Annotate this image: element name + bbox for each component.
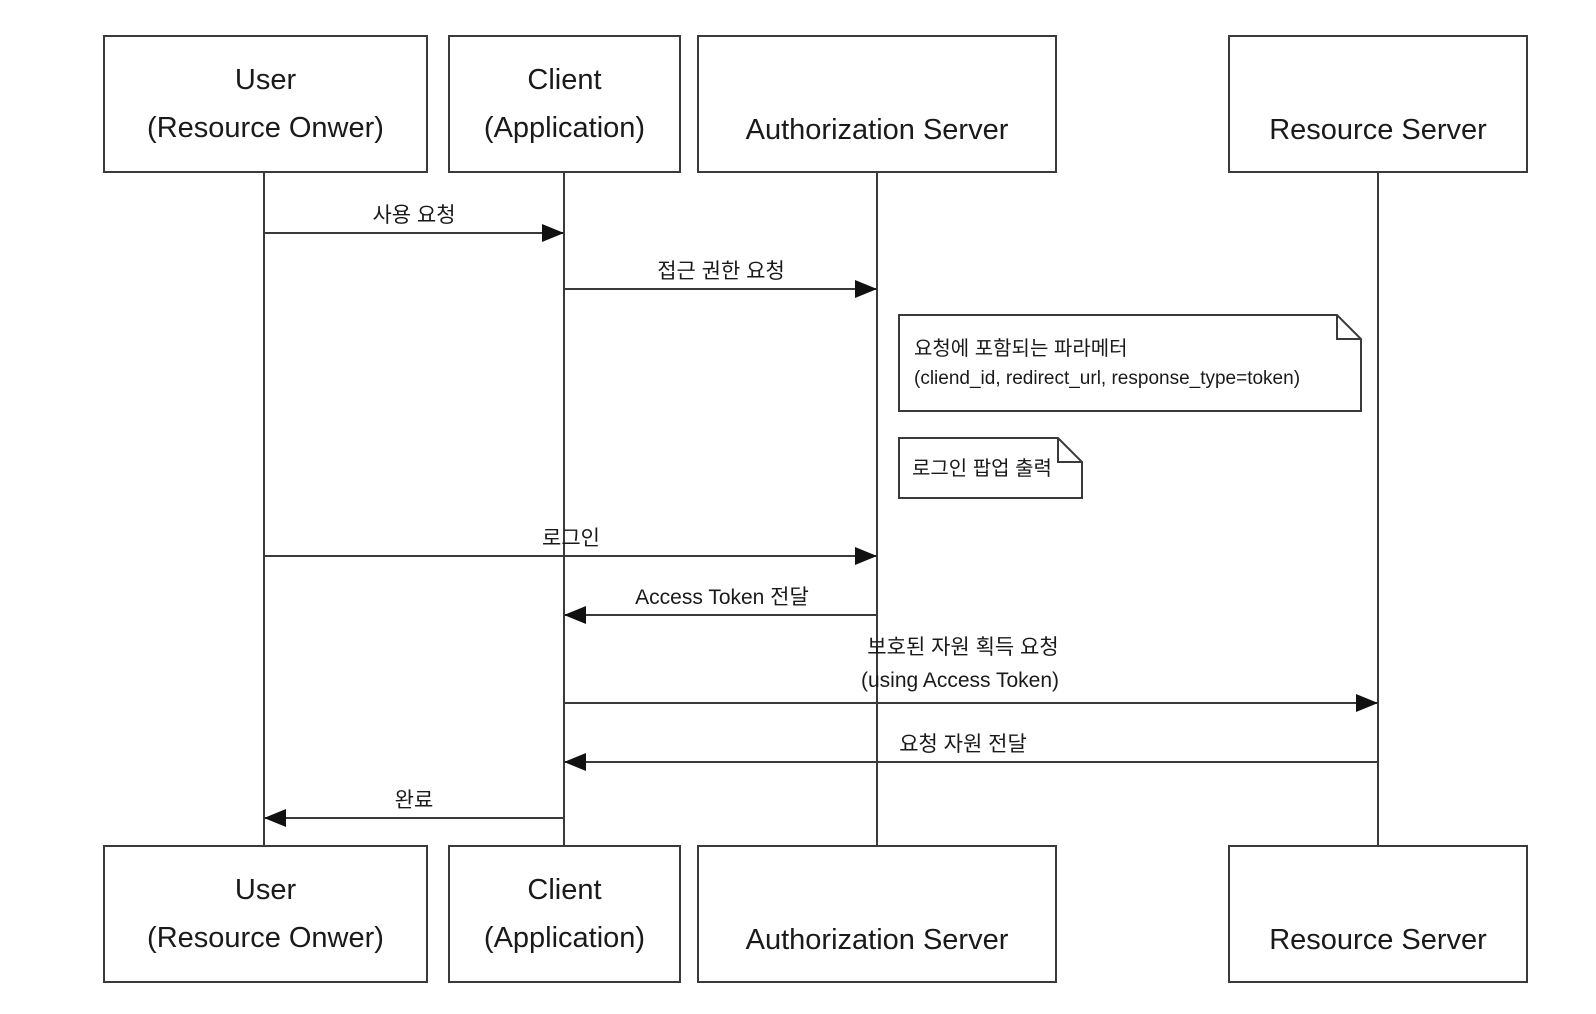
actor-box-client-bottom: Client (Application) — [448, 845, 681, 983]
actor-label: User — [234, 874, 297, 906]
note-shape — [898, 314, 1362, 412]
message-label-complete: 완료 — [394, 789, 434, 812]
arrowhead-left-icon — [264, 809, 286, 827]
note-line: 로그인 팝업 출력 — [912, 457, 1052, 480]
actor-box-authorization-server-bottom: Authorization Server — [697, 845, 1057, 983]
note-request-parameters: 요청에 포함되는 파라메터 (cliend_id, redirect_url, … — [898, 314, 1362, 412]
actor-box-user-bottom: User (Resource Onwer) — [103, 845, 428, 983]
note-shape — [898, 437, 1083, 499]
message-line-requested-resource-delivery — [564, 761, 1378, 763]
actor-label: Resource Server — [1269, 924, 1487, 956]
message-line-usage-request — [264, 232, 564, 234]
message-label-access-permission-request: 접근 권한 요청 — [657, 260, 785, 283]
arrowhead-right-icon — [1356, 694, 1378, 712]
arrowhead-right-icon — [855, 280, 877, 298]
message-line-access-token-delivery — [564, 614, 877, 616]
message-line-access-permission-request — [564, 288, 877, 290]
actor-sublabel: (Application) — [483, 922, 646, 954]
lifeline-authorization-server — [876, 173, 878, 845]
actor-box-resource-server-bottom: Resource Server — [1228, 845, 1528, 983]
message-line-protected-resource-request — [564, 702, 1378, 704]
actor-box-authorization-server-top: Authorization Server — [697, 35, 1057, 173]
note-line: 요청에 포함되는 파라메터 — [914, 338, 1128, 360]
message-label-access-token-delivery: Access Token 전달 — [635, 586, 809, 609]
message-label-usage-request: 사용 요청 — [372, 204, 456, 227]
actor-label: Authorization Server — [745, 924, 1009, 956]
message-sublabel-protected-resource-request: (using Access Token) — [860, 669, 1060, 692]
actor-sublabel: (Resource Onwer) — [147, 112, 384, 144]
message-label-requested-resource-delivery: 요청 자원 전달 — [899, 733, 1027, 756]
actor-sublabel: (Resource Onwer) — [147, 922, 384, 954]
arrowhead-left-icon — [564, 753, 586, 771]
message-label-login: 로그인 — [542, 527, 600, 550]
actor-label: Client — [527, 64, 602, 96]
lifeline-user — [263, 173, 265, 845]
message-line-complete — [264, 817, 564, 819]
actor-sublabel: (Application) — [483, 112, 646, 144]
note-line: (cliend_id, redirect_url, response_type=… — [914, 368, 1301, 389]
arrowhead-left-icon — [564, 606, 586, 624]
note-login-popup: 로그인 팝업 출력 — [898, 437, 1083, 500]
actor-box-resource-server-top: Resource Server — [1228, 35, 1528, 173]
actor-label: User — [234, 64, 297, 96]
message-label-protected-resource-request: 보호된 자원 획득 요청 — [867, 636, 1059, 659]
lifeline-client — [563, 173, 565, 845]
actor-box-client-top: Client (Application) — [448, 35, 681, 173]
lifeline-resource-server — [1377, 173, 1379, 845]
arrowhead-right-icon — [542, 224, 564, 242]
message-line-login — [264, 555, 877, 557]
arrowhead-right-icon — [855, 547, 877, 565]
actor-label: Authorization Server — [745, 114, 1009, 146]
actor-box-user-top: User (Resource Onwer) — [103, 35, 428, 173]
actor-label: Client — [527, 874, 602, 906]
actor-label: Resource Server — [1269, 114, 1487, 146]
